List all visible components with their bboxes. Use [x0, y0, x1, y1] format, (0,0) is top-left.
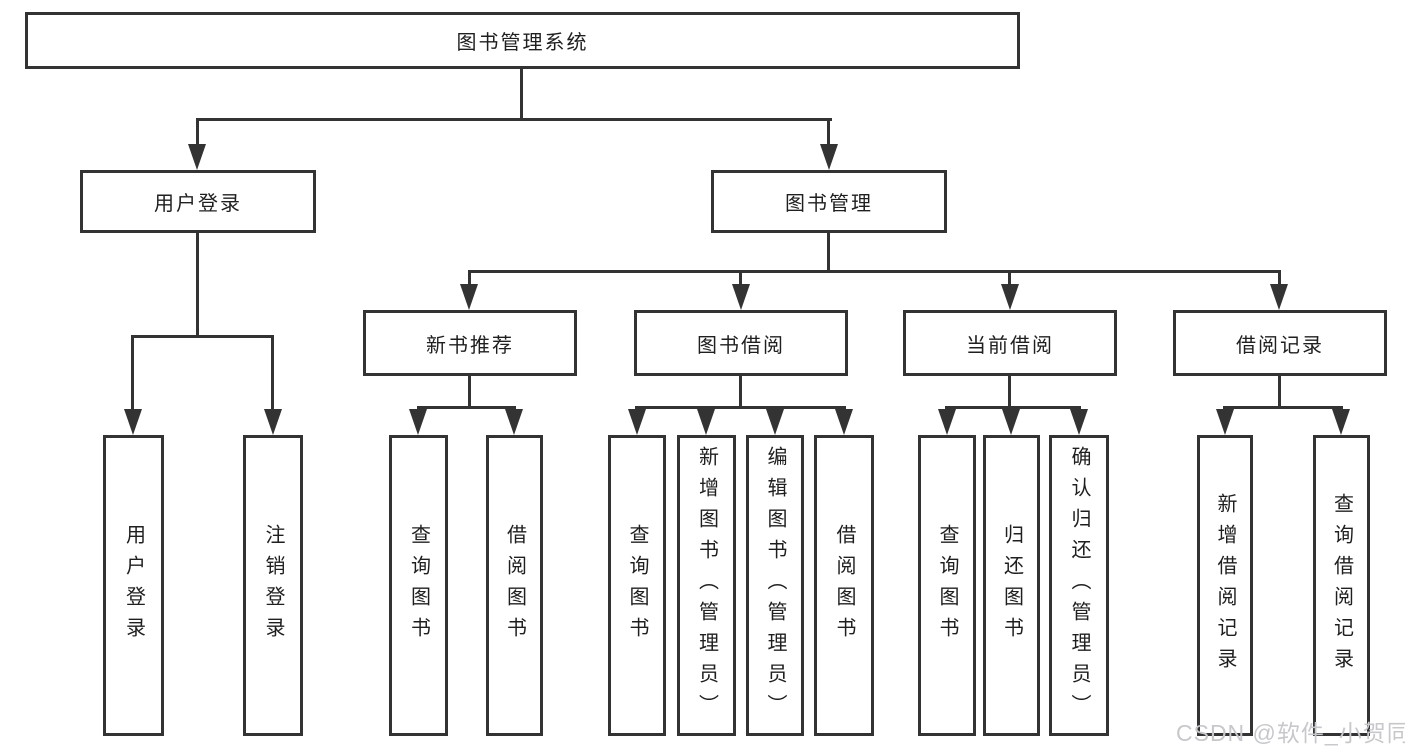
- node-records-query-record: 查询借阅记录: [1313, 435, 1370, 736]
- arrowhead-down-icon: [732, 284, 750, 310]
- connector-user-login-stem: [196, 232, 199, 338]
- node-label: 图书借阅: [697, 334, 785, 357]
- connector-current-split: [945, 406, 1081, 409]
- node-borrow-query-books: 查询图书: [608, 435, 666, 736]
- node-label: 查询借阅记录: [1330, 492, 1353, 679]
- connector-recommend-drop: [468, 272, 471, 286]
- node-label: 借阅记录: [1236, 334, 1324, 357]
- node-label: 借阅图书: [503, 523, 526, 648]
- node-current-confirm-return-admin: 确认归还（管理员）: [1049, 435, 1109, 736]
- arrowhead-down-icon: [766, 409, 784, 435]
- node-current-borrowing: 当前借阅: [903, 310, 1117, 376]
- node-label: 归还图书: [1000, 523, 1023, 648]
- arrowhead-down-icon: [505, 409, 523, 435]
- watermark: CSDN @软件_小贺同学: [1176, 720, 1405, 746]
- arrowhead-down-icon: [124, 409, 142, 435]
- arrowhead-down-icon: [628, 409, 646, 435]
- node-book-borrowing: 图书借阅: [634, 310, 848, 376]
- connector-borrowing-split: [635, 406, 846, 409]
- arrowhead-down-icon: [835, 409, 853, 435]
- node-label: 确认归还（管理员）: [1068, 446, 1090, 725]
- connector-borrowing-stem: [739, 375, 742, 408]
- node-label: 用户登录: [122, 523, 145, 648]
- node-library-management-system: 图书管理系统: [25, 12, 1020, 69]
- connector-root-stem: [520, 68, 523, 121]
- node-label: 新增借阅记录: [1214, 492, 1236, 679]
- node-current-query-books: 查询图书: [918, 435, 976, 736]
- arrowhead-down-icon: [460, 284, 478, 310]
- connector-login-leaf-drop: [131, 337, 134, 413]
- node-rec-query-books: 查询图书: [389, 435, 448, 736]
- arrowhead-down-icon: [820, 144, 838, 170]
- arrowhead-down-icon: [1332, 409, 1350, 435]
- node-label: 当前借阅: [966, 334, 1054, 357]
- node-current-return-books: 归还图书: [983, 435, 1040, 736]
- node-rec-borrow-books: 借阅图书: [486, 435, 543, 736]
- node-user-login-leaf: 用户登录: [103, 435, 164, 736]
- node-borrow-edit-books-admin: 编辑图书（管理员）: [746, 435, 804, 736]
- node-label: 查询图书: [407, 523, 430, 648]
- connector-book-mgmt-stem: [827, 232, 830, 273]
- node-records-add-record: 新增借阅记录: [1197, 435, 1253, 736]
- connector-recommend-stem: [468, 375, 471, 408]
- node-borrow-add-books-admin: 新增图书（管理员）: [677, 435, 736, 736]
- connector-records-drop: [1278, 272, 1281, 286]
- node-label: 图书管理: [785, 193, 873, 215]
- arrowhead-down-icon: [1270, 284, 1288, 310]
- arrowhead-down-icon: [409, 409, 427, 435]
- arrowhead-down-icon: [697, 409, 715, 435]
- node-label: 图书管理系统: [456, 32, 589, 54]
- connector-current-stem: [1008, 375, 1011, 408]
- node-label: 查询图书: [936, 523, 958, 648]
- connector-user-login-split: [131, 335, 274, 338]
- connector-logout-leaf-drop: [271, 337, 274, 413]
- arrowhead-down-icon: [1216, 409, 1234, 435]
- node-borrowing-records: 借阅记录: [1173, 310, 1387, 376]
- connector-level3-split: [468, 270, 1281, 273]
- connector-book-mgmt-drop: [827, 120, 830, 146]
- connector-borrowing-drop: [739, 272, 742, 286]
- node-user-login: 用户登录: [80, 170, 316, 233]
- arrowhead-down-icon: [1070, 409, 1088, 435]
- node-label: 查询图书: [626, 523, 648, 648]
- node-borrow-borrow-books: 借阅图书: [814, 435, 874, 736]
- node-book-management: 图书管理: [711, 170, 947, 233]
- arrowhead-down-icon: [188, 144, 206, 170]
- node-logout: 注销登录: [243, 435, 303, 736]
- connector-user-login-drop: [196, 120, 199, 146]
- connector-recommend-split: [417, 406, 516, 409]
- connector-records-stem: [1278, 375, 1281, 408]
- arrowhead-down-icon: [938, 409, 956, 435]
- node-label: 新增图书（管理员）: [695, 446, 718, 725]
- node-label: 编辑图书（管理员）: [764, 446, 786, 725]
- node-label: 新书推荐: [426, 334, 514, 357]
- node-new-book-recommend: 新书推荐: [363, 310, 577, 376]
- node-label: 借阅图书: [833, 523, 855, 648]
- node-label: 用户登录: [154, 193, 242, 215]
- arrowhead-down-icon: [1002, 409, 1020, 435]
- arrowhead-down-icon: [264, 409, 282, 435]
- connector-records-split: [1223, 406, 1343, 409]
- arrowhead-down-icon: [1001, 284, 1019, 310]
- connector-current-drop: [1008, 272, 1011, 286]
- node-label: 注销登录: [262, 523, 284, 648]
- connector-level2-split: [196, 118, 832, 121]
